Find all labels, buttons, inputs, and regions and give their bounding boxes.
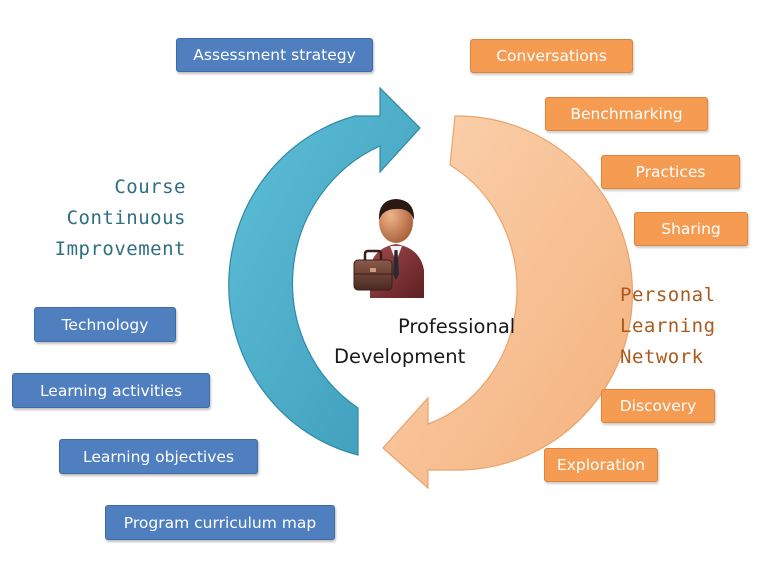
sharing-label: Sharing	[661, 220, 721, 238]
center-title-line-2: Development	[334, 345, 466, 368]
assessment-strategy-box: Assessment strategy	[176, 38, 373, 72]
exploration-label: Exploration	[556, 456, 646, 474]
conversations-box: Conversations	[470, 39, 633, 73]
practices-label: Practices	[635, 163, 706, 181]
assessment-strategy-label: Assessment strategy	[193, 46, 356, 64]
right-title-line-2: Learning	[620, 315, 716, 337]
program-curriculum-map-box: Program curriculum map	[105, 505, 335, 540]
technology-box: Technology	[34, 307, 176, 342]
left-title-line-1: Course	[114, 176, 186, 198]
learning-activities-box: Learning activities	[12, 373, 210, 408]
right-cycle-title: Personal Learning Network	[620, 280, 760, 373]
center-title: Professional Development	[326, 312, 536, 372]
left-cycle-title: Course Continuous Improvement	[20, 172, 186, 265]
right-title-line-1: Personal	[620, 284, 716, 306]
learning-activities-label: Learning activities	[39, 381, 183, 400]
exploration-box: Exploration	[544, 448, 658, 482]
orange-cycle-arrow	[382, 115, 634, 490]
learning-objectives-box: Learning objectives	[59, 439, 258, 474]
center-title-line-1: Professional	[398, 315, 516, 338]
sharing-box: Sharing	[634, 212, 748, 246]
benchmarking-label: Benchmarking	[570, 105, 683, 123]
discovery-label: Discovery	[619, 397, 697, 415]
right-title-line-3: Network	[620, 346, 704, 368]
blue-cycle-arrow	[228, 86, 421, 456]
businessman-with-briefcase-icon	[353, 199, 424, 298]
practices-box: Practices	[601, 155, 740, 189]
benchmarking-box: Benchmarking	[545, 97, 708, 131]
left-title-line-2: Continuous	[66, 207, 186, 229]
discovery-box: Discovery	[601, 389, 715, 423]
learning-objectives-label: Learning objectives	[82, 447, 235, 466]
program-curriculum-map-label: Program curriculum map	[123, 513, 317, 532]
left-title-line-3: Improvement	[54, 238, 186, 260]
conversations-label: Conversations	[496, 47, 607, 65]
technology-label: Technology	[61, 315, 149, 334]
